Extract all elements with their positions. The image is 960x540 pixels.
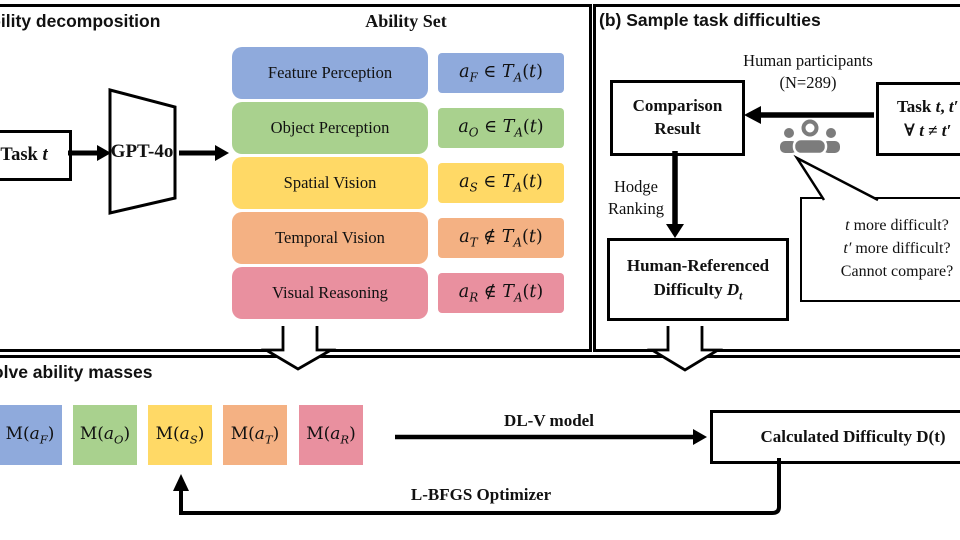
ability-row-spatial: Spatial Vision — [232, 157, 428, 209]
comparison-line1: Comparison — [632, 96, 723, 116]
ability-label: Object Perception — [270, 118, 390, 137]
ability-label: Temporal Vision — [275, 228, 385, 247]
task-t-label: Task t — [0, 145, 48, 165]
formula-text: aR ∉ TA(t) — [458, 281, 544, 305]
bubble-line3: Cannot compare? — [840, 262, 954, 280]
mass-box-aF: M(aF) — [0, 405, 62, 465]
mass-box-aO: M(aO) — [73, 405, 137, 465]
mass-label: M(aS) — [155, 423, 205, 447]
calculated-difficulty-label: Calculated Difficulty D(t) — [760, 427, 946, 446]
ability-label: Visual Reasoning — [272, 283, 388, 302]
gpt4o-label: GPT-4o — [110, 141, 174, 162]
mass-box-aS: M(aS) — [148, 405, 212, 465]
difficulty-line1: Human-Referenced — [626, 256, 770, 276]
ability-row-visual: Visual Reasoning — [232, 267, 428, 319]
human-referenced-difficulty-box: Human-Referenced Difficulty Dt — [607, 238, 789, 321]
comparison-line2: Result — [654, 119, 701, 138]
lbfgs-optimizer-label: L-BFGS Optimizer — [410, 485, 552, 504]
speech-bubble: t more difficult? t′ more difficult? Can… — [800, 197, 960, 302]
formula-text: aO ∈ TA(t) — [458, 116, 544, 140]
ability-label: Feature Perception — [267, 63, 393, 82]
ability-row-temporal: Temporal Vision — [232, 212, 428, 264]
mass-label: M(aT) — [230, 423, 280, 447]
formula-text: aF ∈ TA(t) — [459, 61, 543, 85]
participants-line2: (N=289) — [779, 72, 837, 92]
ability-row-feature: Feature Perception — [232, 47, 428, 99]
ability-label: Spatial Vision — [283, 173, 377, 192]
mass-label: M(aO) — [79, 423, 131, 447]
formula-text: aT ∉ TA(t) — [459, 226, 543, 250]
bubble-line2: t′ more difficult? — [843, 240, 951, 258]
participants-caption: Human participants (N=289) — [723, 50, 893, 94]
comparison-result-box: Comparison Result — [610, 80, 745, 156]
panel-b-title: (b) Sample task difficulties — [599, 10, 821, 30]
mass-box-aT: M(aT) — [223, 405, 287, 465]
panel-a-title: (a) Ability decomposition — [0, 11, 161, 31]
bubble-line1: t more difficult? — [845, 217, 949, 235]
task-pair-line1: Task t, t′ — [897, 97, 959, 117]
ability-row-object: Object Perception — [232, 102, 428, 154]
mass-label: M(aF) — [5, 423, 55, 447]
ability-formula-feature: aF ∈ TA(t) — [438, 53, 564, 93]
panel-c-title: (c) Solve ability masses — [0, 362, 153, 382]
ability-set-title: Ability Set — [365, 11, 447, 31]
hodge-line2: Ranking — [608, 199, 664, 219]
mass-label: M(aR) — [306, 423, 356, 447]
task-pair-box: Task t, t′ ∀ t ≠ t′ — [876, 82, 960, 156]
ability-formula-temporal: aT ∉ TA(t) — [438, 218, 564, 258]
participants-line1: Human participants — [743, 51, 873, 70]
ability-formula-visual: aR ∉ TA(t) — [438, 273, 564, 313]
calculated-difficulty-box: Calculated Difficulty D(t) — [710, 410, 960, 464]
dlv-model-label: DL-V model — [504, 411, 594, 430]
mass-box-aR: M(aR) — [299, 405, 363, 465]
hodge-ranking-label: Hodge Ranking — [598, 176, 674, 221]
difficulty-line2: Difficulty Dt — [653, 280, 743, 303]
ability-formula-object: aO ∈ TA(t) — [438, 108, 564, 148]
task-pair-line2: ∀ t ≠ t′ — [904, 121, 952, 140]
formula-text: aS ∈ TA(t) — [459, 171, 543, 195]
hodge-line1: Hodge — [614, 177, 658, 196]
task-t-box: Task t — [0, 130, 72, 181]
ability-formula-spatial: aS ∈ TA(t) — [438, 163, 564, 203]
